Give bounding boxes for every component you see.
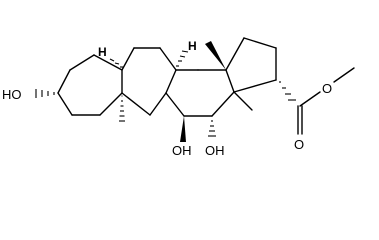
ester-carbonyl-oxygen-label: O [294,137,304,152]
ester-ether-oxygen-label: O [322,81,332,96]
h-c5-hashed-bond [109,58,123,68]
h-c14-wedge-bond [205,41,226,70]
h-c5-label: H [98,45,107,59]
hydroxyl-c12-label: OH [205,143,225,158]
methyl-c10-hashed-bond [119,95,125,122]
ester-side-chain [279,67,355,135]
structure-canvas: HO OH OH H H O O [0,37,355,158]
c12-oh-hashed-bond [208,120,216,137]
hydroxyl-c11-label: OH [172,143,192,158]
h-c9-label: H [188,39,197,53]
hydroxyl-c3-label: HO [2,87,22,102]
methyl-c13-bond [233,91,253,111]
steroid-structure: HO OH OH H H O O [0,37,355,158]
c11-oh-wedge-bond [180,116,186,142]
ring-d [225,37,277,93]
h-c9-hashed-bond [176,50,189,67]
ring-c [165,69,235,117]
ring-b [121,47,177,116]
ring-a [57,54,123,116]
c3-oh-hashed-bond [35,89,55,98]
